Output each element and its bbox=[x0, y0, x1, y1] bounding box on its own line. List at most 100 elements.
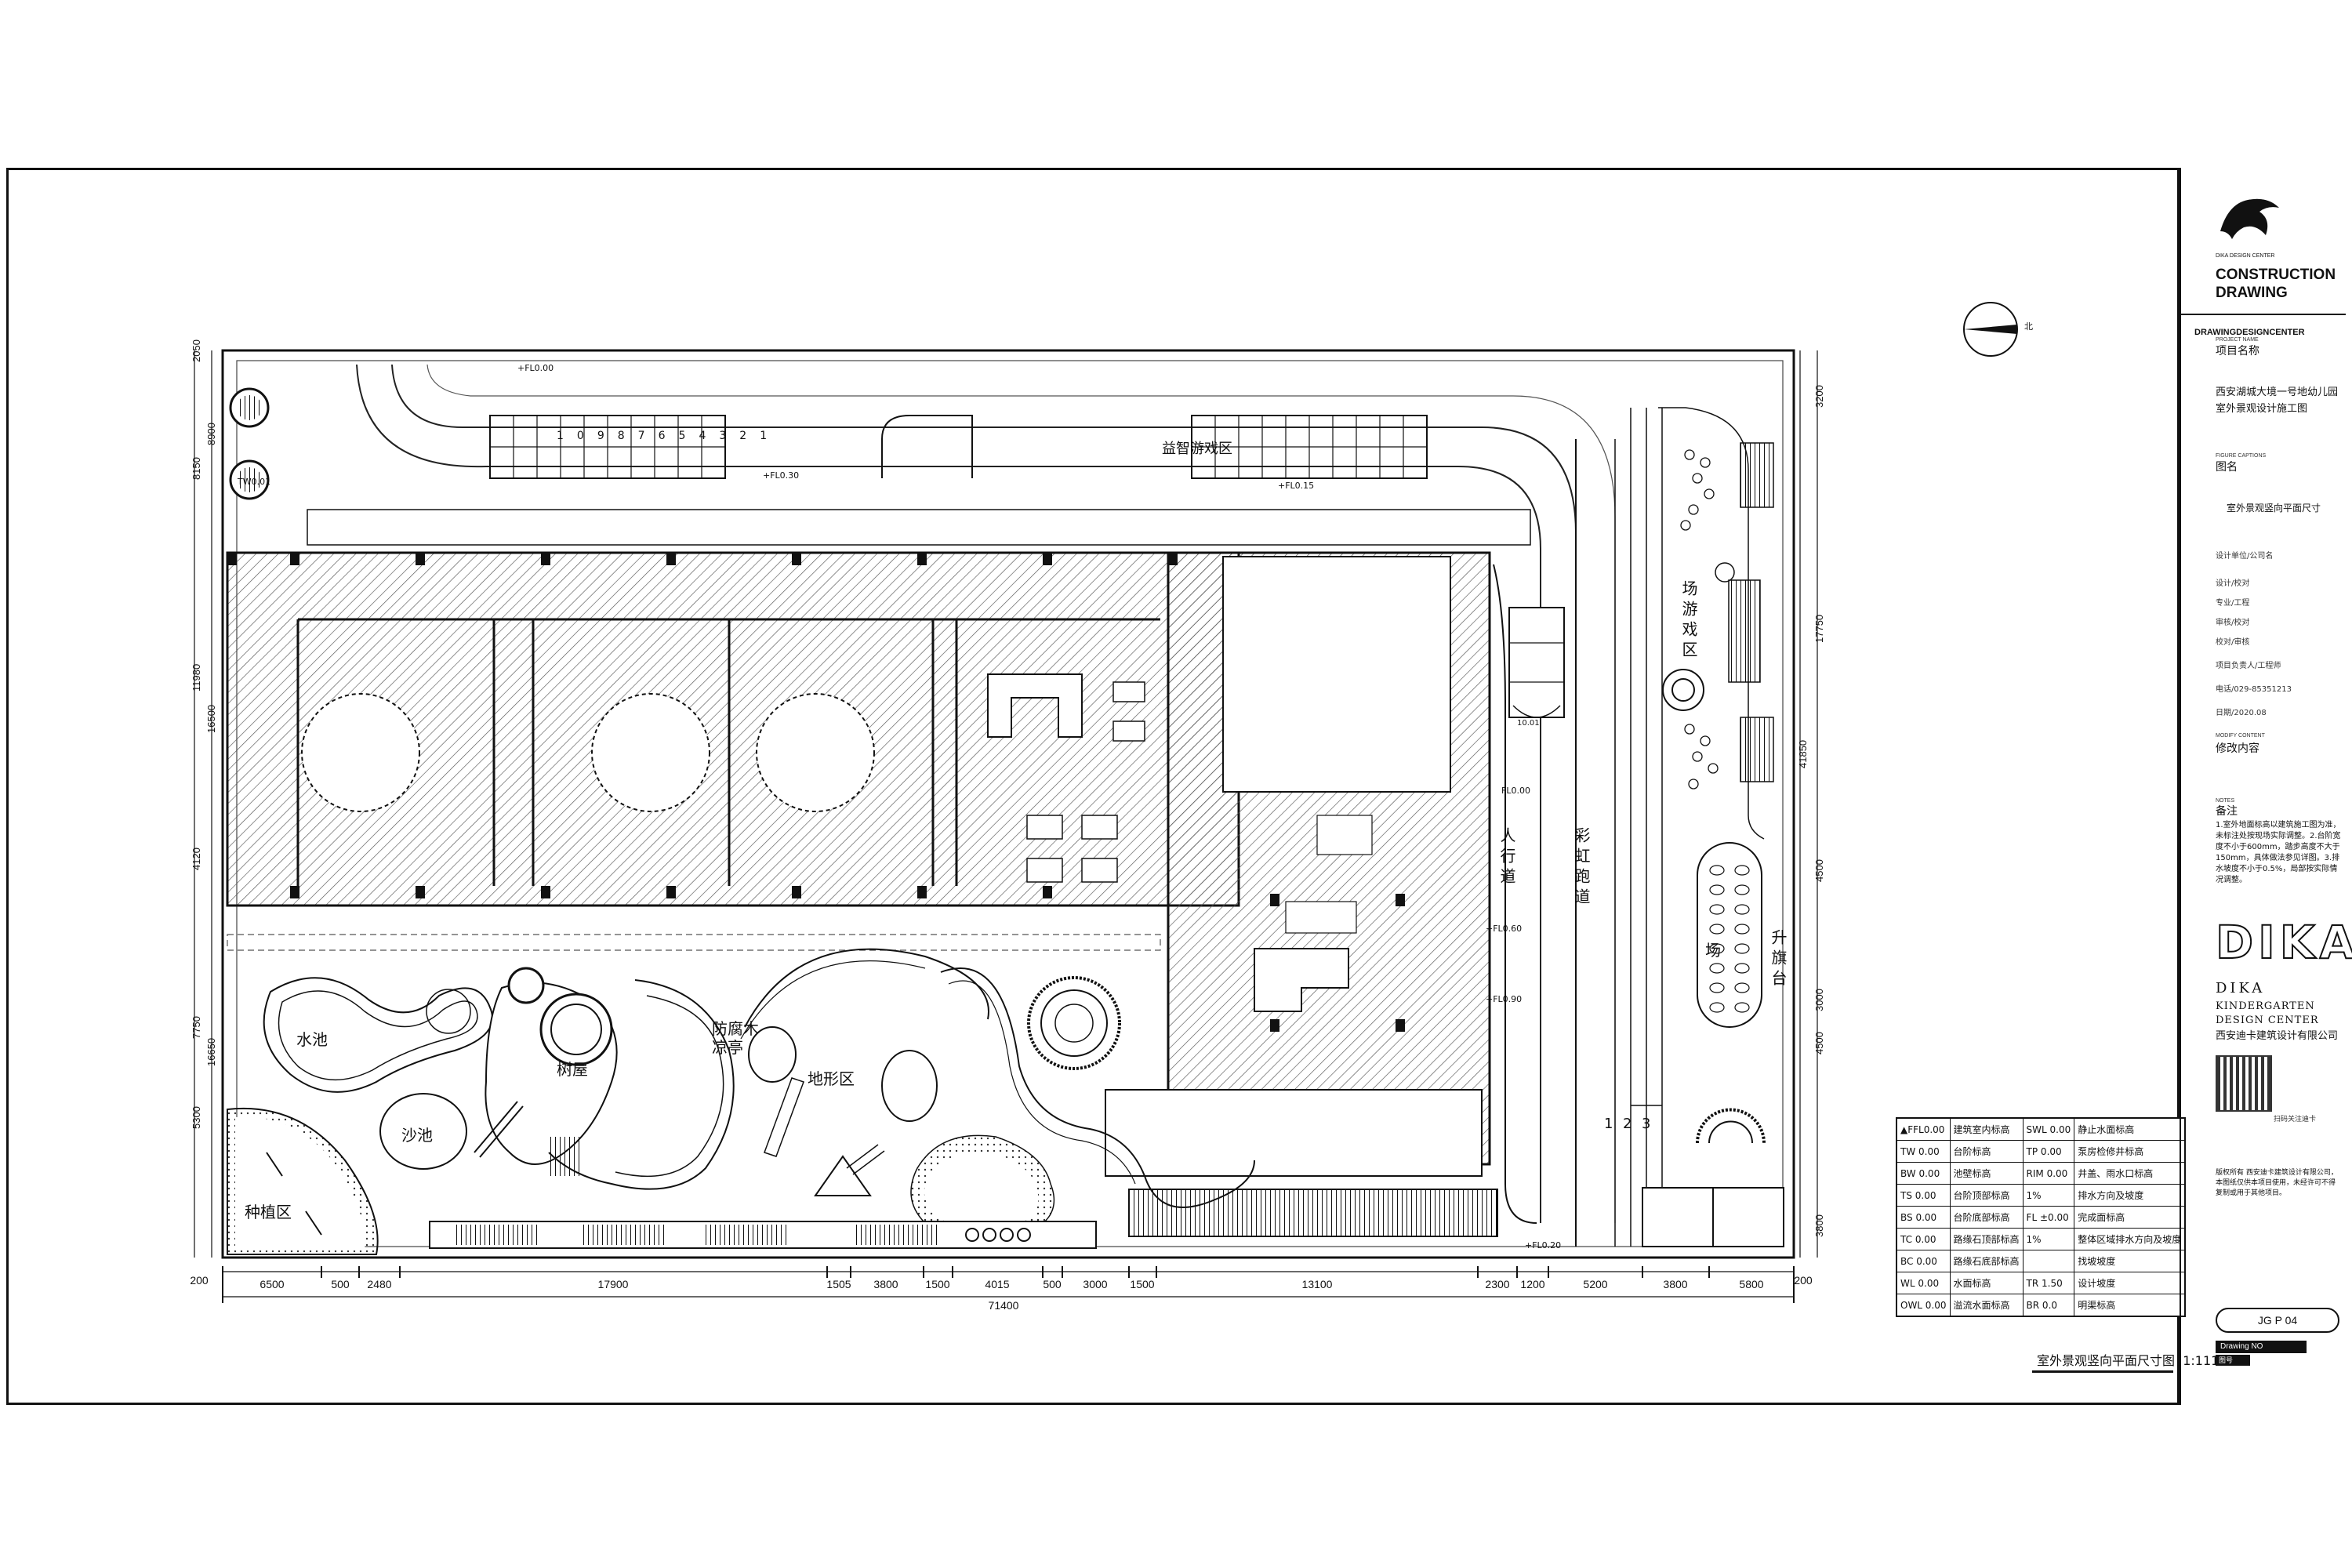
elevation-label: FL0.00 bbox=[1501, 786, 1530, 796]
dimension-label: 5200 bbox=[1583, 1278, 1608, 1290]
elevation-label: +FL0.00 bbox=[517, 363, 554, 373]
dimension-label: 7750 bbox=[191, 1016, 202, 1039]
stair-number: 10 bbox=[557, 430, 597, 442]
tb-field: 审核/校对 bbox=[2216, 619, 2250, 627]
zone-puzzle-play: 益智游戏区 bbox=[1162, 441, 1232, 457]
dimension-label: 2480 bbox=[367, 1278, 392, 1290]
top-center-bump bbox=[881, 415, 973, 478]
modify-label: 修改内容 bbox=[2216, 742, 2259, 755]
legend-code: TS 0.00 bbox=[1896, 1184, 1951, 1207]
north-label: 北 bbox=[2024, 321, 2033, 332]
dimension-label: 6500 bbox=[260, 1278, 285, 1290]
fan-icon bbox=[229, 387, 270, 500]
legend-desc: 台阶底部标高 bbox=[1949, 1206, 2024, 1229]
edge-dimension: 200 bbox=[190, 1274, 209, 1287]
qr-caption: 扫码关注迪卡 bbox=[2274, 1116, 2317, 1123]
legend-desc: 设计坡度 bbox=[2074, 1272, 2186, 1294]
dimension-label: 3800 bbox=[873, 1278, 898, 1290]
legend-desc: 排水方向及坡度 bbox=[2074, 1184, 2186, 1207]
dimension-label: 1200 bbox=[1520, 1278, 1545, 1290]
dika-subtitle: KINDERGARTEN DESIGN CENTER bbox=[2216, 1000, 2319, 1028]
drawing-number-label: Drawing NO bbox=[2216, 1341, 2307, 1353]
brand-line: DRAWING bbox=[2216, 285, 2288, 301]
pavilion-shape bbox=[740, 948, 989, 1040]
dimension-label: 500 bbox=[1043, 1278, 1062, 1290]
dragon-logo-icon bbox=[2220, 198, 2279, 239]
modify-label-en: MODIFY CONTENT bbox=[2216, 733, 2265, 739]
tb-divider bbox=[2180, 314, 2346, 315]
legend-code: TC 0.00 bbox=[1896, 1228, 1951, 1250]
planting-shape bbox=[227, 1107, 379, 1255]
dimension-label: 3800 bbox=[1813, 1214, 1825, 1237]
elevation-label: TW0.01 bbox=[238, 477, 271, 487]
dika-subtitle-line: DESIGN CENTER bbox=[2216, 1014, 2319, 1026]
legend-code: 1% bbox=[2022, 1228, 2075, 1250]
rainbow-track bbox=[1575, 408, 1663, 1247]
lane-3: 3 bbox=[1642, 1116, 1651, 1132]
legend-desc: 泵房检修井标高 bbox=[2074, 1140, 2186, 1163]
dimension-label: 1500 bbox=[1130, 1278, 1155, 1290]
elevation-label: +FL0.90 bbox=[1486, 994, 1523, 1004]
drawing-frame bbox=[6, 168, 2180, 1405]
brand-title: CONSTRUCTION DRAWING bbox=[2216, 266, 2336, 302]
dimension-label: 3800 bbox=[1663, 1278, 1688, 1290]
qr-code-icon bbox=[2216, 1055, 2272, 1112]
legend-code: BW 0.00 bbox=[1896, 1162, 1951, 1185]
dika-logo: DIKA bbox=[2215, 915, 2352, 970]
dimension-label: 8900 bbox=[205, 423, 217, 445]
elevation-label: +FL0.60 bbox=[1486, 924, 1523, 934]
zone-terrain: 地形区 bbox=[808, 1069, 855, 1088]
legend-desc: 溢流水面标高 bbox=[1949, 1294, 2024, 1317]
water-pool-shape bbox=[263, 977, 493, 1093]
figure-name: 室外景观竖向平面尺寸 bbox=[2227, 503, 2321, 514]
tb-field: 电话/029-85351213 bbox=[2216, 685, 2292, 694]
legend-code: OWL 0.00 bbox=[1896, 1294, 1951, 1317]
zone-sidewalk: 人行道 bbox=[1497, 827, 1516, 888]
drawing-number: JG P 04 bbox=[2216, 1308, 2339, 1333]
legend-code: WL 0.00 bbox=[1896, 1272, 1951, 1294]
brand-small: DIKA DESIGN CENTER bbox=[2216, 253, 2275, 259]
dimension-label: 16500 bbox=[205, 704, 217, 733]
sandpit-shape bbox=[379, 1093, 467, 1170]
stair-number: 6 bbox=[658, 430, 679, 442]
legend-code: BR 0.0 bbox=[2022, 1294, 2075, 1317]
legend-desc: 整体区域排水方向及坡度 bbox=[2074, 1228, 2186, 1250]
zone-tree-house: 树屋 bbox=[557, 1060, 588, 1079]
main-building bbox=[226, 551, 1491, 1177]
side-letters: DRAWINGDESIGNCENTER bbox=[2194, 328, 2305, 337]
zone-planting: 种植区 bbox=[245, 1203, 292, 1221]
legend-code: TR 1.50 bbox=[2022, 1272, 2075, 1294]
north-arrow-icon bbox=[1963, 302, 2018, 357]
dimension-label: 500 bbox=[331, 1278, 350, 1290]
dimension-label: 11980 bbox=[191, 663, 202, 691]
legend-desc: 水面标高 bbox=[1949, 1272, 2024, 1294]
zone-sandpit: 沙池 bbox=[401, 1126, 433, 1145]
dimension-label: 3000 bbox=[1813, 989, 1825, 1011]
sidewalk-curve bbox=[1493, 564, 1537, 1224]
legend-desc: 台阶标高 bbox=[1949, 1140, 2024, 1163]
dimension-label: 8150 bbox=[191, 457, 202, 480]
legend-desc: 找坡坡度 bbox=[2074, 1250, 2186, 1272]
brand-line: CONSTRUCTION bbox=[2216, 267, 2336, 283]
legend-code: BC 0.00 bbox=[1896, 1250, 1951, 1272]
legend-desc: 路缘石顶部标高 bbox=[1949, 1228, 2024, 1250]
dimension-label: 13100 bbox=[1301, 1278, 1333, 1290]
zone-rainbow-runway: 彩虹跑道 bbox=[1572, 827, 1591, 909]
zone-water-pool: 水池 bbox=[296, 1030, 328, 1049]
top-stairs-right bbox=[1191, 415, 1428, 479]
legend-desc: 井盖、雨水口标高 bbox=[2074, 1162, 2186, 1185]
stair-number: 2 bbox=[739, 430, 760, 442]
company-name: 西安迪卡建筑设计有限公司 bbox=[2216, 1030, 2339, 1042]
legend-code: RIM 0.00 bbox=[2022, 1162, 2075, 1185]
tb-field: 日期/2020.08 bbox=[2216, 709, 2267, 717]
project-name-line: 西安湖城大境一号地幼儿园 bbox=[2216, 387, 2339, 398]
corridor bbox=[307, 509, 1531, 546]
dimension-label: 4500 bbox=[1813, 859, 1825, 882]
dimension-label: 2050 bbox=[191, 339, 202, 362]
